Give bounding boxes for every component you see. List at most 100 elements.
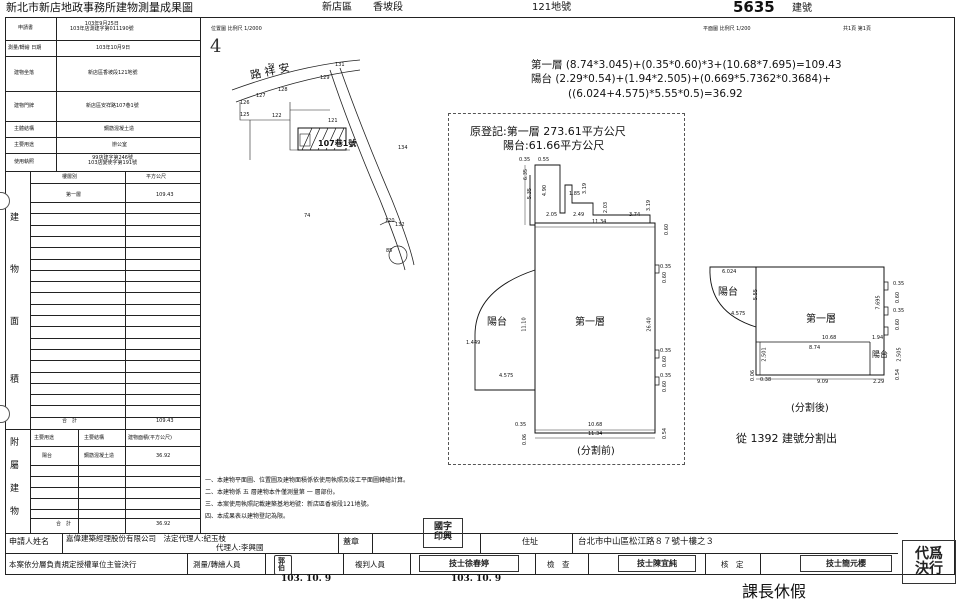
proxy-stamp-text: 代爲 決行 xyxy=(915,546,943,577)
check-stamp: 技士陳宜純 xyxy=(618,555,696,572)
lot-134: 134 xyxy=(398,145,408,151)
aux-row-area: 36.92 xyxy=(156,453,171,459)
adim-2501: 2.501 xyxy=(761,347,768,362)
area-grid-row xyxy=(30,348,201,350)
row-label-application: 申請書 xyxy=(18,25,34,31)
original-reg-2: 陽台:61.66平方公尺 xyxy=(503,139,605,152)
adim-2505: 2.505 xyxy=(896,347,903,362)
area-header-unit: 平方公尺 xyxy=(146,174,167,180)
aux-total-label: 合 計 xyxy=(56,521,72,527)
area-grid-row xyxy=(30,202,201,203)
side-label-1: 建 xyxy=(10,213,20,223)
lot-74: 74 xyxy=(304,213,311,219)
aux-header-struct: 主要結構 xyxy=(84,435,105,441)
build-no-label: 建號 xyxy=(792,3,812,14)
bdim-035b: 0.35 xyxy=(660,348,672,354)
applicant-seal-stamp: 國字 印興 xyxy=(423,518,463,548)
adim-035b: 0.35 xyxy=(893,308,905,314)
bdim-1134b: 11.34 xyxy=(588,431,603,437)
area-grid-row xyxy=(30,269,201,271)
bdim-490: 4.90 xyxy=(542,184,549,197)
area-grid-row xyxy=(30,303,201,305)
note-1: 一、本建物平面圖、位置圖及建物面積係依使用執照及竣工平面圖轉繪計算。 xyxy=(205,477,410,484)
area-grid-row xyxy=(30,292,201,294)
bdim-1449: 1.449 xyxy=(466,340,481,346)
lot-125: 125 xyxy=(240,112,250,118)
bdim-205: 2.05 xyxy=(546,212,558,218)
review-label: 複判人員 xyxy=(355,560,385,569)
bdim-060c: 0.60 xyxy=(662,380,669,393)
page-info: 共1頁 第1頁 xyxy=(843,26,871,32)
adim-060b: 0.60 xyxy=(895,318,902,331)
bdim-2640: 26.40 xyxy=(646,317,653,332)
bdim-060b: 0.60 xyxy=(662,355,669,368)
aux-row-struct: 鋼筋混凝土造 xyxy=(84,453,115,459)
bdim-249: 2.49 xyxy=(573,212,585,218)
verify-stamp-text: 技士簡元櫻 xyxy=(826,559,866,568)
area-grid-row xyxy=(30,315,201,316)
seal-label: 蓋章 xyxy=(343,537,359,546)
bdim-060a: 0.60 xyxy=(662,271,669,284)
area-grid-row xyxy=(30,360,201,362)
aux-side-4: 物 xyxy=(10,507,20,517)
area-grid-row xyxy=(30,281,201,283)
check-label: 檢 查 xyxy=(547,560,570,569)
note-3: 三、本案使用執照記載建築基地地號：新店區香坡段121地號。 xyxy=(205,501,373,508)
applicant-seal-text: 國字 印興 xyxy=(433,522,452,542)
build-no: 5635 xyxy=(733,0,775,16)
before-floor-label: 第一層 xyxy=(575,317,605,328)
row-label-use: 主要用途 xyxy=(14,142,35,148)
before-caption: (分割前) xyxy=(577,446,615,457)
row-value-application: 103年9月25日 103年店測建字第011190號 xyxy=(70,21,134,32)
area-grid-row xyxy=(30,235,201,237)
bdim-top-b: 0.55 xyxy=(538,157,550,163)
surveyor-stamp-text: 郭 伯 xyxy=(278,557,285,572)
row-label-structure: 主體結構 xyxy=(14,126,35,132)
row-value-use: 辦公室 xyxy=(112,142,128,148)
address-value: 台北市中山區松江路８７號十樓之３ xyxy=(578,537,715,547)
before-plan-frame xyxy=(448,113,685,465)
row-value-location: 新店區香坡段121地號 xyxy=(88,70,138,76)
lot-122: 122 xyxy=(272,113,282,119)
adim-7695: 7.695 xyxy=(875,295,882,310)
area-grid-row xyxy=(30,213,201,215)
area-grid-row xyxy=(30,405,201,407)
aux-grid-row xyxy=(30,498,201,499)
verify-stamp: 技士簡元櫻 xyxy=(800,555,892,572)
bdim-4575: 4.575 xyxy=(499,373,514,379)
aux-header-use: 主要用途 xyxy=(34,435,55,441)
surveyor-date: 103. 10. 9 xyxy=(281,574,332,584)
applicant-label: 申請人姓名 xyxy=(9,537,49,546)
side-label-3: 面 xyxy=(10,317,20,327)
adim-874: 8.74 xyxy=(809,345,821,351)
house-label: 107巷1號 xyxy=(318,139,357,148)
applicant-value: 嘉偉建築經理股份有限公司 法定代理人:紀玉枝 xyxy=(66,534,227,543)
area-grid-row xyxy=(30,416,201,418)
bdim-635: 6.35 xyxy=(523,168,530,181)
formula-line-1: 第一層 (8.74*3.045)+(0.35*0.60)*3+(10.68*7.… xyxy=(531,59,842,71)
area-grid-row xyxy=(30,382,201,384)
row-label-date: 測量/轉繪 日期 xyxy=(8,45,42,51)
adim-4575: 4.575 xyxy=(731,311,746,317)
leave-note: 課長休假 xyxy=(742,582,807,601)
aux-grid-row xyxy=(30,465,201,466)
lot-127: 127 xyxy=(256,93,266,99)
lot-50: 50 xyxy=(268,63,275,69)
row-value-permit: 99店建字第246號 103店變使字第191號 xyxy=(88,155,138,166)
floor-row-name: 第一層 xyxy=(66,192,82,198)
side-label-4: 積 xyxy=(10,375,20,385)
doc-title: 新北市新店地政事務所建物測量成果圖 xyxy=(6,1,193,14)
after-balcony-label-2: 陽台 xyxy=(872,350,888,359)
after-floor-label: 第一層 xyxy=(806,314,836,325)
before-plan-drawing xyxy=(474,164,660,439)
bdim-1068: 10.68 xyxy=(588,422,603,428)
surveyor-label: 測量/轉繪人員 xyxy=(193,560,241,569)
bdim-006: 0.06 xyxy=(522,433,529,446)
area-grid-row xyxy=(30,394,201,396)
lot-120: 120 xyxy=(385,218,395,224)
original-reg-1: 原登記:第一層 273.61平方公尺 xyxy=(470,125,626,138)
lot-132: 132 xyxy=(395,222,405,228)
bdim-035d: 0.35 xyxy=(515,422,527,428)
aux-side-3: 建 xyxy=(10,484,20,494)
bdim-054: 0.54 xyxy=(662,427,669,440)
